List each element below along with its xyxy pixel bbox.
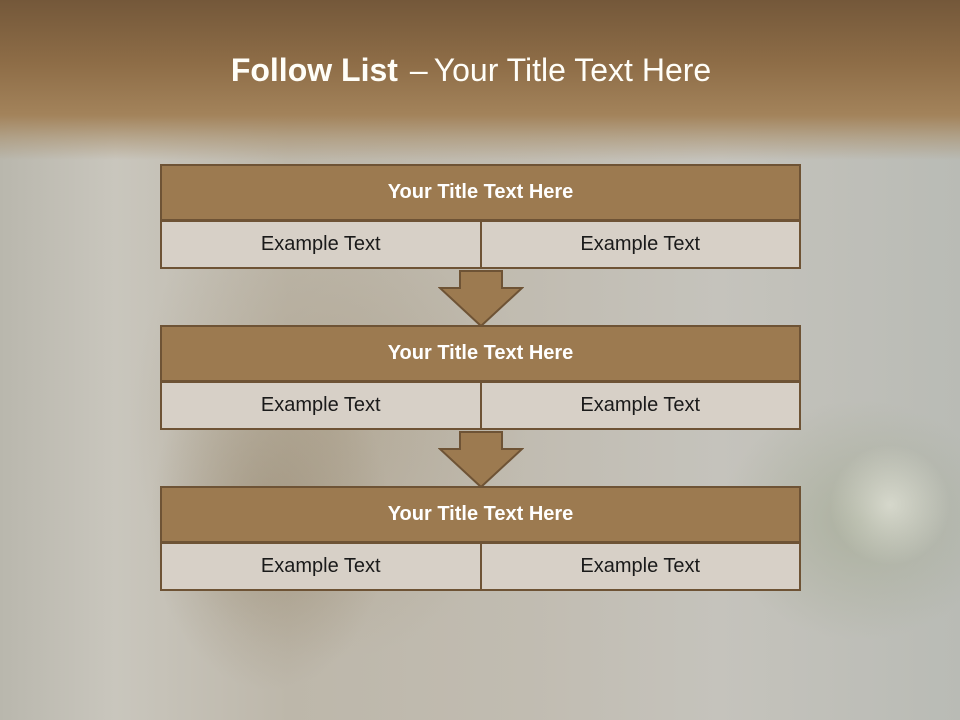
block-title: Your Title Text Here — [160, 164, 801, 221]
title-band — [0, 0, 960, 160]
block-cell-left: Example Text — [160, 220, 482, 269]
block-cell-left: Example Text — [160, 542, 482, 591]
slide-title: Follow List–Your Title Text Here — [0, 52, 942, 89]
block-row: Example Text Example Text — [160, 542, 801, 591]
slide-title-separator: – — [409, 52, 428, 88]
block-cell-right: Example Text — [479, 542, 801, 591]
list-block-3: Your Title Text Here Example Text Exampl… — [160, 486, 801, 591]
down-arrow-icon — [438, 270, 524, 328]
block-cell-left: Example Text — [160, 381, 482, 430]
block-title: Your Title Text Here — [160, 325, 801, 382]
block-row: Example Text Example Text — [160, 220, 801, 269]
block-row: Example Text Example Text — [160, 381, 801, 430]
slide-title-rest: Your Title Text Here — [433, 52, 712, 88]
list-block-1: Your Title Text Here Example Text Exampl… — [160, 164, 801, 269]
block-title: Your Title Text Here — [160, 486, 801, 543]
list-block-2: Your Title Text Here Example Text Exampl… — [160, 325, 801, 430]
block-cell-right: Example Text — [479, 220, 801, 269]
slide-title-bold: Follow List — [230, 52, 398, 88]
down-arrow-icon — [438, 431, 524, 489]
block-cell-right: Example Text — [479, 381, 801, 430]
